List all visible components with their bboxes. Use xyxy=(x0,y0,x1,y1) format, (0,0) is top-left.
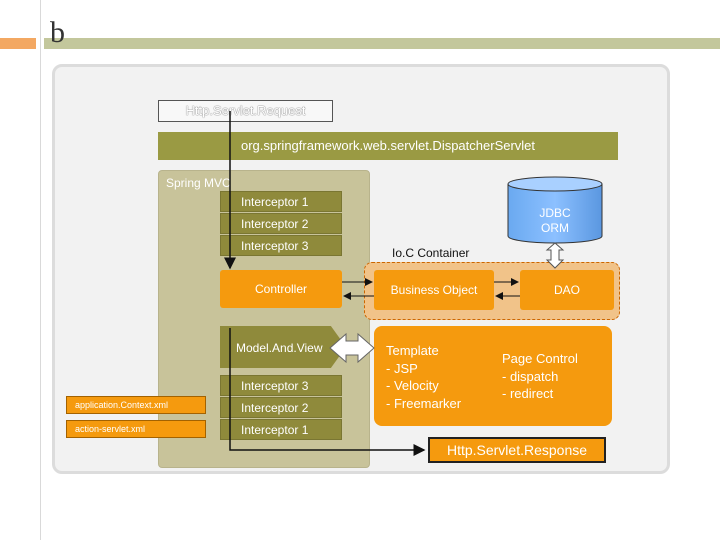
model-and-view-label: Model.And.View xyxy=(236,341,323,355)
ioc-container-label: Io.C Container xyxy=(392,246,470,260)
header-bar xyxy=(44,38,720,49)
application-context-xml: application.Context.xml xyxy=(66,396,206,414)
interceptor-label: Interceptor 3 xyxy=(241,379,309,393)
template-list: Template - JSP - Velocity - Freemarker xyxy=(386,343,462,411)
http-servlet-response-box: Http.Servlet.Response xyxy=(428,437,606,463)
view-box xyxy=(374,326,612,426)
interceptor-label: Interceptor 2 xyxy=(241,401,309,415)
dao-box: DAO xyxy=(520,270,614,310)
dao-database-arrow xyxy=(545,242,565,269)
http-servlet-request-box: Http.Servlet.Request xyxy=(158,100,333,122)
page-control-list: Page Control - dispatch - redirect xyxy=(502,351,578,401)
business-object-box: Business Object xyxy=(374,270,494,310)
interceptor-2-pre: Interceptor 2 xyxy=(220,213,342,234)
database-line-2: ORM xyxy=(541,221,569,235)
interceptor-2-post: Interceptor 2 xyxy=(220,397,342,418)
response-flow-line xyxy=(229,328,426,456)
interceptor-label: Interceptor 2 xyxy=(241,217,309,231)
database-line-1: JDBC xyxy=(539,206,571,220)
interceptor-3-post: Interceptor 3 xyxy=(220,375,342,396)
database-label: JDBC ORM xyxy=(512,206,598,236)
interceptor-label: Interceptor 1 xyxy=(241,195,309,209)
interceptor-label: Interceptor 3 xyxy=(241,239,309,253)
database-icon xyxy=(507,176,603,244)
header-divider-line xyxy=(40,0,41,540)
interceptor-label: Interceptor 1 xyxy=(241,423,309,437)
controller-box: Controller xyxy=(220,270,342,308)
slide-letter: b xyxy=(50,16,65,49)
model-view-double-arrow xyxy=(329,332,375,364)
dispatcher-servlet-bar: org.springframework.web.servlet.Dispatch… xyxy=(158,132,618,160)
interceptor-1-post: Interceptor 1 xyxy=(220,419,342,440)
spring-mvc-label: Spring MVC xyxy=(166,176,231,190)
header-accent-bar xyxy=(0,38,36,49)
interceptor-1-pre: Interceptor 1 xyxy=(220,191,342,212)
action-servlet-xml: action-servlet.xml xyxy=(66,420,206,438)
interceptor-3-pre: Interceptor 3 xyxy=(220,235,342,256)
model-and-view-box: Model.And.View xyxy=(220,326,346,368)
